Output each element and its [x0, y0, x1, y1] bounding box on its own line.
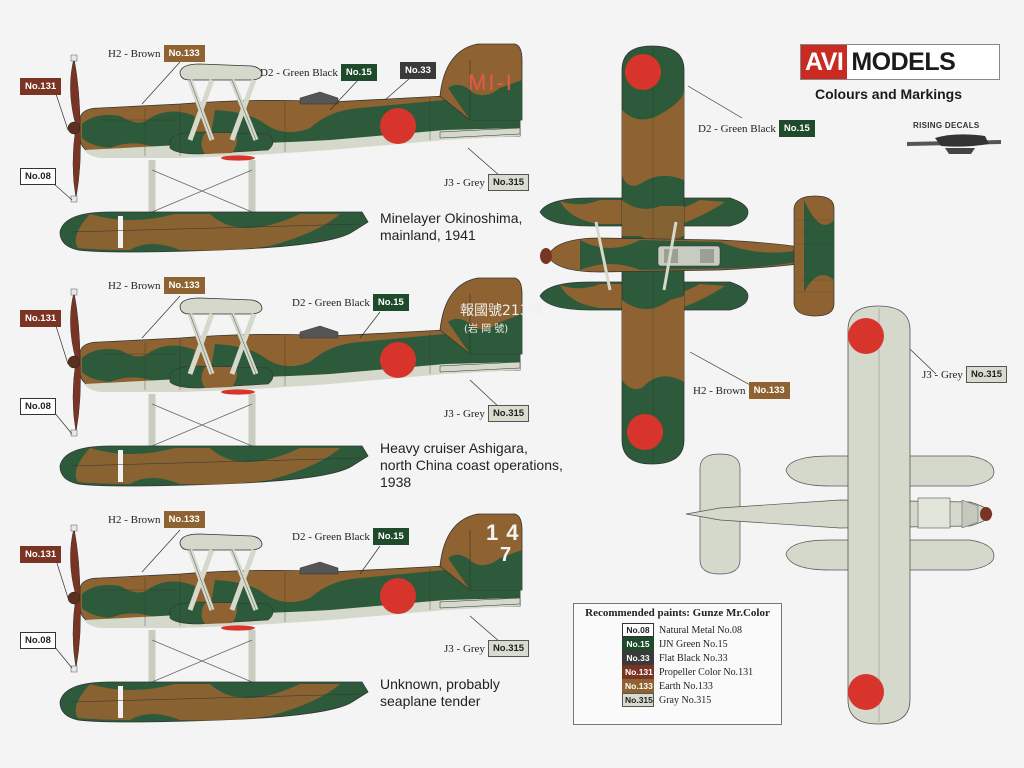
plane3-brown-chip: No.133 [163, 511, 205, 528]
plane1-black-chip: No.33 [400, 62, 436, 79]
plane2-metal-label: No.08 [20, 398, 56, 415]
bottom-view-grey-label: J3 - Grey No.315 [922, 366, 1008, 383]
plane2-prop-label: No.131 [20, 310, 62, 327]
plane1-black-label: No.33 [400, 62, 436, 79]
plane1-prop-label: No.131 [20, 78, 62, 95]
tail-code-tender-1: 14 [486, 520, 527, 545]
plane2-metal-chip: No.08 [20, 398, 56, 415]
plane3-grey-chip: No.315 [487, 640, 530, 657]
top-view-green-chip: No.15 [778, 120, 815, 137]
bottom-view-aircraft [685, 305, 995, 725]
avi-models-logo: AVI MODELS [800, 44, 1000, 80]
plane3-metal-label: No.08 [20, 632, 56, 649]
leader-lines [53, 61, 937, 669]
legend-row: No.131 Propeller Color No.131 [622, 665, 781, 679]
legend-chip: No.15 [622, 637, 654, 651]
plane2-caption: Heavy cruiser Ashigara, north China coas… [380, 440, 563, 490]
subtitle: Colours and Markings [815, 86, 963, 102]
legend-row: No.15 IJN Green No.15 [622, 637, 781, 651]
top-view-brown-text: H2 - Brown [693, 384, 746, 397]
legend-name: Earth No.133 [659, 680, 713, 692]
legend-chip: No.131 [622, 665, 654, 679]
tail-code-tender-2: 7 [500, 544, 512, 566]
legend-row: No.33 Flat Black No.33 [622, 651, 781, 665]
legend-name: Gray No.315 [659, 694, 712, 706]
legend-row: No.315 Gray No.315 [622, 693, 781, 707]
legend-row: No.133 Earth No.133 [622, 679, 781, 693]
plane1-grey-label: J3 - Grey No.315 [444, 174, 530, 191]
legend-chip: No.08 [622, 623, 654, 637]
legend-chip: No.315 [622, 693, 654, 707]
legend-title: Recommended paints: Gunze Mr.Color [585, 607, 770, 619]
plane1-brown-label: H2 - Brown No.133 [108, 45, 205, 62]
plane3-prop-chip: No.131 [20, 546, 62, 563]
plane2-green-text: D2 - Green Black [292, 296, 370, 309]
bottom-view-grey-text: J3 - Grey [922, 368, 963, 381]
legend-chip: No.33 [622, 651, 654, 665]
plane2-brown-chip: No.133 [163, 277, 205, 294]
top-view-green-label: D2 - Green Black No.15 [698, 120, 815, 137]
logo-models: MODELS [851, 47, 956, 76]
tail-code-ashigara: 報國號213號 [460, 303, 543, 319]
plane3-green-text: D2 - Green Black [292, 530, 370, 543]
plane2-grey-label: J3 - Grey No.315 [444, 405, 530, 422]
plane1-caption: Minelayer Okinoshima, mainland, 1941 [380, 210, 523, 243]
legend-chip: No.133 [622, 679, 654, 693]
plane2-grey-chip: No.315 [487, 405, 530, 422]
legend-name: Natural Metal No.08 [659, 624, 743, 636]
plane1-prop-chip: No.131 [20, 78, 62, 95]
rising-decals-emblem [907, 134, 1001, 154]
legend-name: Propeller Color No.131 [659, 666, 754, 678]
rising-decals-logo: RISING DECALS [905, 120, 1005, 160]
plane2-brown-text: H2 - Brown [108, 279, 161, 292]
plane3-metal-chip: No.08 [20, 632, 56, 649]
plane1-green-label: D2 - Green Black No.15 [260, 64, 377, 81]
plane2-green-label: D2 - Green Black No.15 [292, 294, 409, 311]
plane3-green-chip: No.15 [372, 528, 409, 545]
plane2-grey-text: J3 - Grey [444, 407, 485, 420]
top-view-brown-chip: No.133 [748, 382, 790, 399]
plane1-grey-text: J3 - Grey [444, 176, 485, 189]
plane1-brown-text: H2 - Brown [108, 47, 161, 60]
plane3-brown-label: H2 - Brown No.133 [108, 511, 205, 528]
logo-avi: AVI [801, 45, 848, 79]
plane1-metal-chip: No.08 [20, 168, 56, 185]
plane1-grey-chip: No.315 [487, 174, 530, 191]
legend-name: Flat Black No.33 [659, 652, 728, 664]
bottom-view-grey-chip: No.315 [965, 366, 1008, 383]
plane3-grey-text: J3 - Grey [444, 642, 485, 655]
plane3-caption: Unknown, probably seaplane tender [380, 676, 500, 709]
plane2-green-chip: No.15 [372, 294, 409, 311]
legend-name: IJN Green No.15 [659, 638, 728, 650]
tail-code-okinoshima: MI-I [468, 70, 514, 95]
plane3-grey-label: J3 - Grey No.315 [444, 640, 530, 657]
plane2-brown-label: H2 - Brown No.133 [108, 277, 205, 294]
paint-legend: Recommended paints: Gunze Mr.Color No.08… [573, 603, 782, 725]
top-view-brown-label: H2 - Brown No.133 [693, 382, 790, 399]
plane1-metal-label: No.08 [20, 168, 56, 185]
top-view-green-text: D2 - Green Black [698, 122, 776, 135]
plane1-green-text: D2 - Green Black [260, 66, 338, 79]
plane1-brown-chip: No.133 [163, 45, 205, 62]
plane3-green-label: D2 - Green Black No.15 [292, 528, 409, 545]
plane2-prop-chip: No.131 [20, 310, 62, 327]
tail-code-ashigara-sub: (岩 岡 號) [464, 324, 509, 335]
rising-decals-text: RISING DECALS [913, 121, 980, 130]
top-view-aircraft [539, 45, 835, 465]
legend-row: No.08 Natural Metal No.08 [622, 623, 781, 637]
plane1-green-chip: No.15 [340, 64, 377, 81]
plane3-brown-text: H2 - Brown [108, 513, 161, 526]
plane3-prop-label: No.131 [20, 546, 62, 563]
